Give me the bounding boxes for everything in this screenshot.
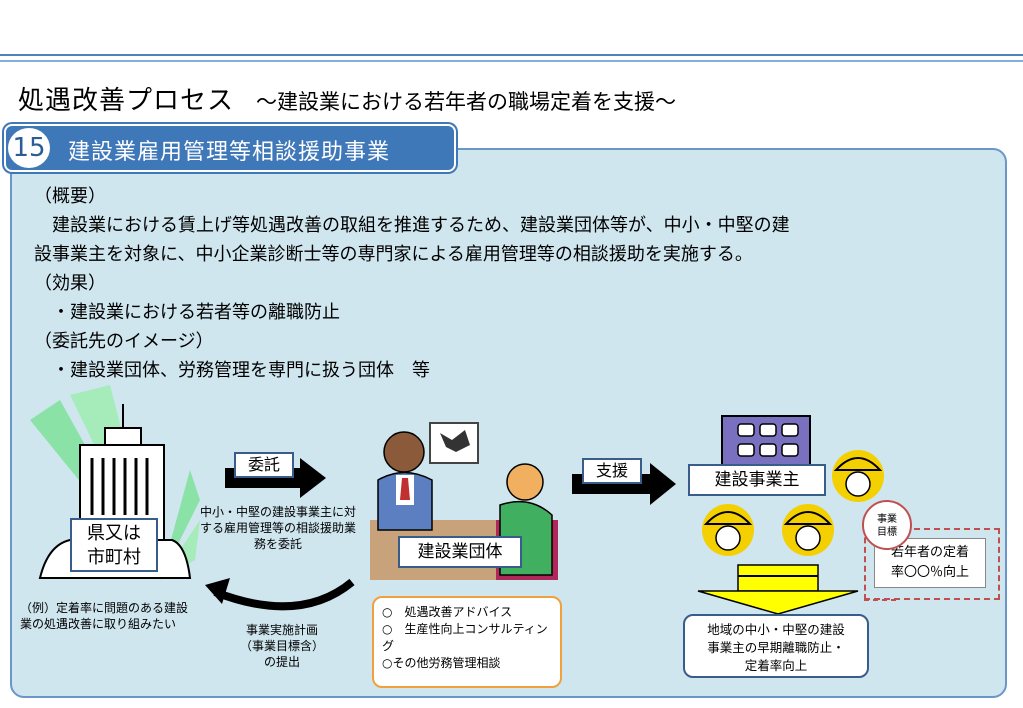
section-number: 15 xyxy=(8,128,50,168)
page-title: 処遇改善プロセス ～建設業における若年者の職場定着を支援～ xyxy=(18,80,676,117)
prefecture-note: （例）定着率に問題のある建設業の処遇改善に取り組みたい xyxy=(20,601,189,631)
prefecture-label-box: 県又は 市町村 xyxy=(70,518,158,572)
header-rule xyxy=(0,54,1023,56)
commission-label: 委託 xyxy=(234,452,294,478)
prefecture-label-line1: 県又は xyxy=(87,523,141,544)
service-item: ○ 処遇改善アドバイス xyxy=(382,605,513,619)
support-label: 支援 xyxy=(582,458,642,484)
desc-line: ・建設業における若者等の離職防止 xyxy=(34,302,340,323)
section-label: 建設業雇用管理等相談援助事業 xyxy=(68,140,391,165)
title-main: 処遇改善プロセス xyxy=(18,86,235,116)
report-note: 事業実施計画 （事業目標含） の提出 xyxy=(222,622,342,670)
goal-line2: 率〇〇％向上 xyxy=(890,565,969,580)
result-line2: 事業主の早期離職防止・ xyxy=(707,640,845,655)
service-item: ○その他労務管理相談 xyxy=(382,656,501,670)
header-rule-thin xyxy=(0,60,1023,62)
section-tab: 15 建設業雇用管理等相談援助事業 xyxy=(4,124,456,172)
description: （概要） 建設業における賃上げ等処遇改善の取組を推進するため、建設業団体等が、中… xyxy=(34,182,994,385)
goal-badge: 事業 目標 xyxy=(862,500,912,550)
organization-label: 建設業団体 xyxy=(398,536,522,568)
services-box: ○ 処遇改善アドバイス ○ 生産性向上コンサルティング ○その他労務管理相談 xyxy=(372,596,562,688)
desc-line: ・建設業団体、労務管理を専門に扱う団体 等 xyxy=(34,360,430,381)
prefecture-label-line2: 市町村 xyxy=(87,547,141,568)
desc-line: 設事業主を対象に、中小企業診断士等の専門家による雇用管理等の相談援助を実施する。 xyxy=(34,244,753,265)
service-item: ○ 生産性向上コンサルティング xyxy=(382,622,548,653)
title-subtitle: ～建設業における若年者の職場定着を支援～ xyxy=(256,90,677,114)
result-line3: 定着率向上 xyxy=(744,658,808,673)
employer-label: 建設事業主 xyxy=(688,464,826,496)
goal-badge-line2: 目標 xyxy=(877,527,897,538)
goal-badge-line1: 事業 xyxy=(877,514,897,525)
result-line1: 地域の中小・中堅の建設 xyxy=(707,622,845,637)
report-note-line1: 事業実施計画 xyxy=(245,623,318,637)
desc-line: （効果） xyxy=(34,273,106,294)
goal-line1: 若年者の定着 xyxy=(890,545,969,560)
desc-line: （概要） xyxy=(34,186,106,207)
report-note-line3: の提出 xyxy=(263,655,300,669)
desc-line: （委託先のイメージ） xyxy=(34,331,214,352)
desc-line: 建設業における賃上げ等処遇改善の取組を推進するため、建設業団体等が、中小・中堅の… xyxy=(34,215,790,236)
goal-dashed-frame xyxy=(864,528,1000,600)
commission-note: 中小・中堅の建設事業主に対する雇用管理等の相談援助業務を委託 xyxy=(200,505,357,551)
result-box: 地域の中小・中堅の建設 事業主の早期離職防止・ 定着率向上 xyxy=(683,614,869,678)
report-note-line2: （事業目標含） xyxy=(239,639,324,653)
